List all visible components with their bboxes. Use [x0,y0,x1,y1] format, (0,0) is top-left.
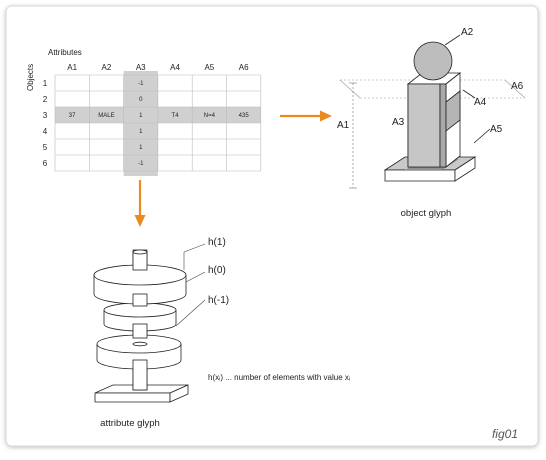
rod-segment-low [132,359,148,391]
row-headers: 1 2 3 4 5 6 [43,79,48,168]
h-markers [175,243,206,327]
a2-leader [444,34,461,46]
table-cell: -1 [138,81,144,87]
table-cell: N=4 [204,113,216,119]
base-front [384,169,456,182]
label-a1: A1 [337,120,350,131]
object-glyph: A2 A6 A4 A1 A3 A5 object glyph [337,27,526,219]
table-cell: MALE [98,113,114,119]
row-header: 1 [43,79,48,88]
row-header: 3 [43,111,48,120]
table-cell: -1 [138,161,144,167]
arrow-down [134,180,146,227]
a6-guide-right [504,79,526,99]
table-cells: -1 0 37 MALE 1 T4 N=4 435 1 1 -1 [69,81,250,167]
table-cell: 435 [239,113,250,119]
a6-guide-left [339,79,361,99]
object-glyph-caption: object glyph [401,208,452,219]
label-a4: A4 [474,97,487,108]
label-h1: h(1) [208,237,226,248]
column-header: A6 [239,63,249,72]
column-header: A2 [102,63,112,72]
a4-leader [462,89,476,99]
rod-hole-low [132,341,148,347]
table-cell: 1 [139,129,143,135]
attr-base-front [94,392,171,403]
a5-leader [473,128,491,144]
rod-top [132,251,148,271]
rod-cap [132,249,148,255]
column-header: A3 [136,63,146,72]
row-header: 4 [43,127,48,136]
rod-segment-upper [132,293,148,307]
label-h-minus1: h(-1) [208,295,229,306]
column-header: A4 [170,63,180,72]
attributes-label: Attributes [48,48,82,57]
arrow-right [280,110,332,122]
rod-segment-mid [132,323,148,339]
label-h0: h(0) [208,265,226,276]
table-cell: 0 [139,97,143,103]
row-header: 2 [43,95,48,104]
a2-sphere [413,41,453,81]
a3-block-front [407,83,441,168]
base-side [454,156,476,182]
figure-label: fig01 [492,427,518,441]
a4-band [445,90,461,132]
objects-label: Objects [26,64,35,91]
column-header: A1 [67,63,77,72]
h-legend: h(xᵢ) ... number of elements with value … [208,373,350,382]
attr-base-side [169,384,189,403]
a3-block-edge [439,83,447,168]
table-cell: 37 [69,113,76,119]
table-grid [54,74,262,172]
label-a3: A3 [392,117,405,128]
table-cell: T4 [172,113,180,119]
table-cell: 1 [139,145,143,151]
column-headers: A1 A2 A3 A4 A5 A6 [67,63,249,72]
data-table: Attributes Objects A1 A2 A3 A4 A5 A6 1 2 3 4 5 6 -… [26,48,262,176]
highlight-column-a3 [123,71,158,176]
attribute-glyph: h(1) h(0) h(-1) h(xᵢ) ... number of elem… [93,237,350,429]
label-a5: A5 [490,124,503,135]
label-a2: A2 [461,27,474,38]
label-a6: A6 [511,81,524,92]
row-header: 6 [43,159,48,168]
row-header: 5 [43,143,48,152]
table-cell: 1 [139,113,143,119]
attribute-glyph-caption: attribute glyph [100,418,160,429]
column-header: A5 [204,63,214,72]
